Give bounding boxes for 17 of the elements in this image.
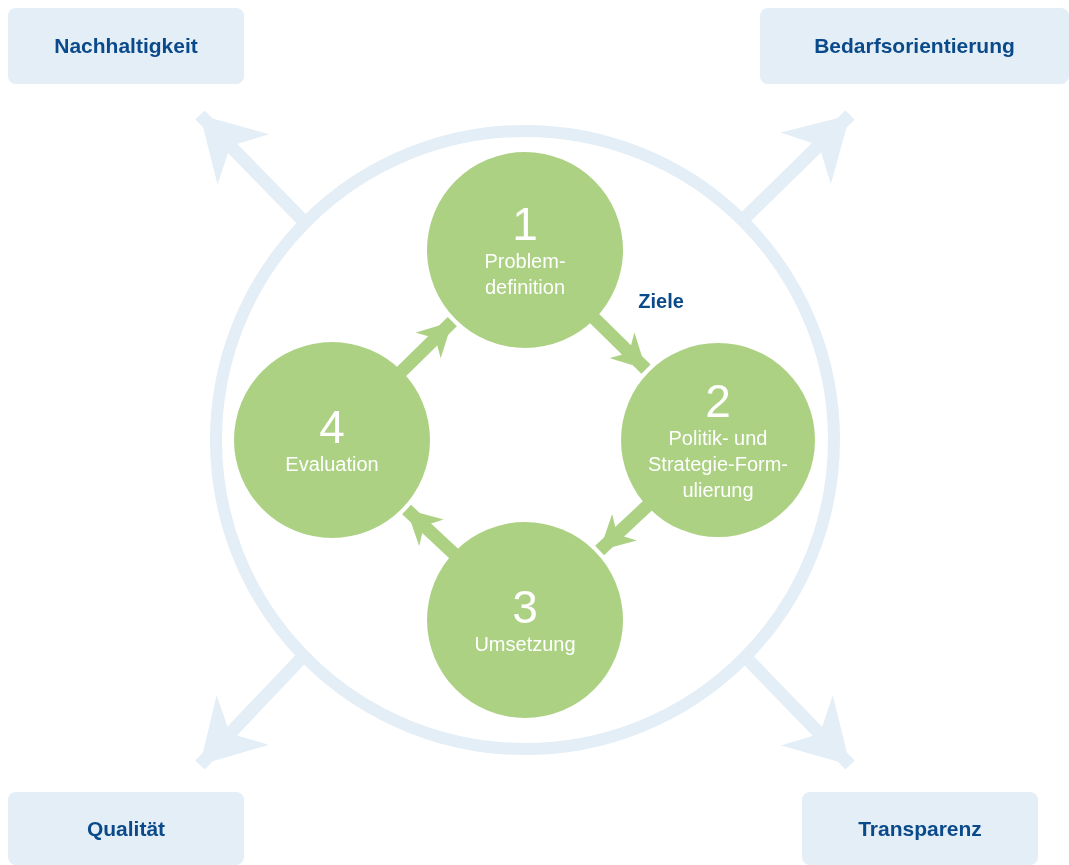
principle-label: Nachhaltigkeit [54, 34, 198, 58]
step-label: Politik- und Strategie-Form- ulierung [647, 426, 789, 504]
principle-label: Transparenz [858, 816, 982, 841]
step-label: Problem- definition [483, 249, 567, 301]
ring-circle [210, 125, 840, 755]
step-number: 3 [512, 582, 538, 632]
step-label: Evaluation [285, 452, 379, 478]
principle-box [802, 792, 1038, 865]
principle-label: Qualität [86, 816, 166, 841]
step-number: 2 [705, 376, 731, 426]
step-number: 4 [319, 402, 345, 452]
principle-box [8, 8, 244, 84]
principle-label: Bedarfsorientierung [814, 34, 1015, 58]
principle-box [8, 792, 244, 865]
principle-box [760, 8, 1069, 84]
step-label: Umsetzung [474, 632, 576, 658]
step-number: 1 [512, 199, 538, 249]
